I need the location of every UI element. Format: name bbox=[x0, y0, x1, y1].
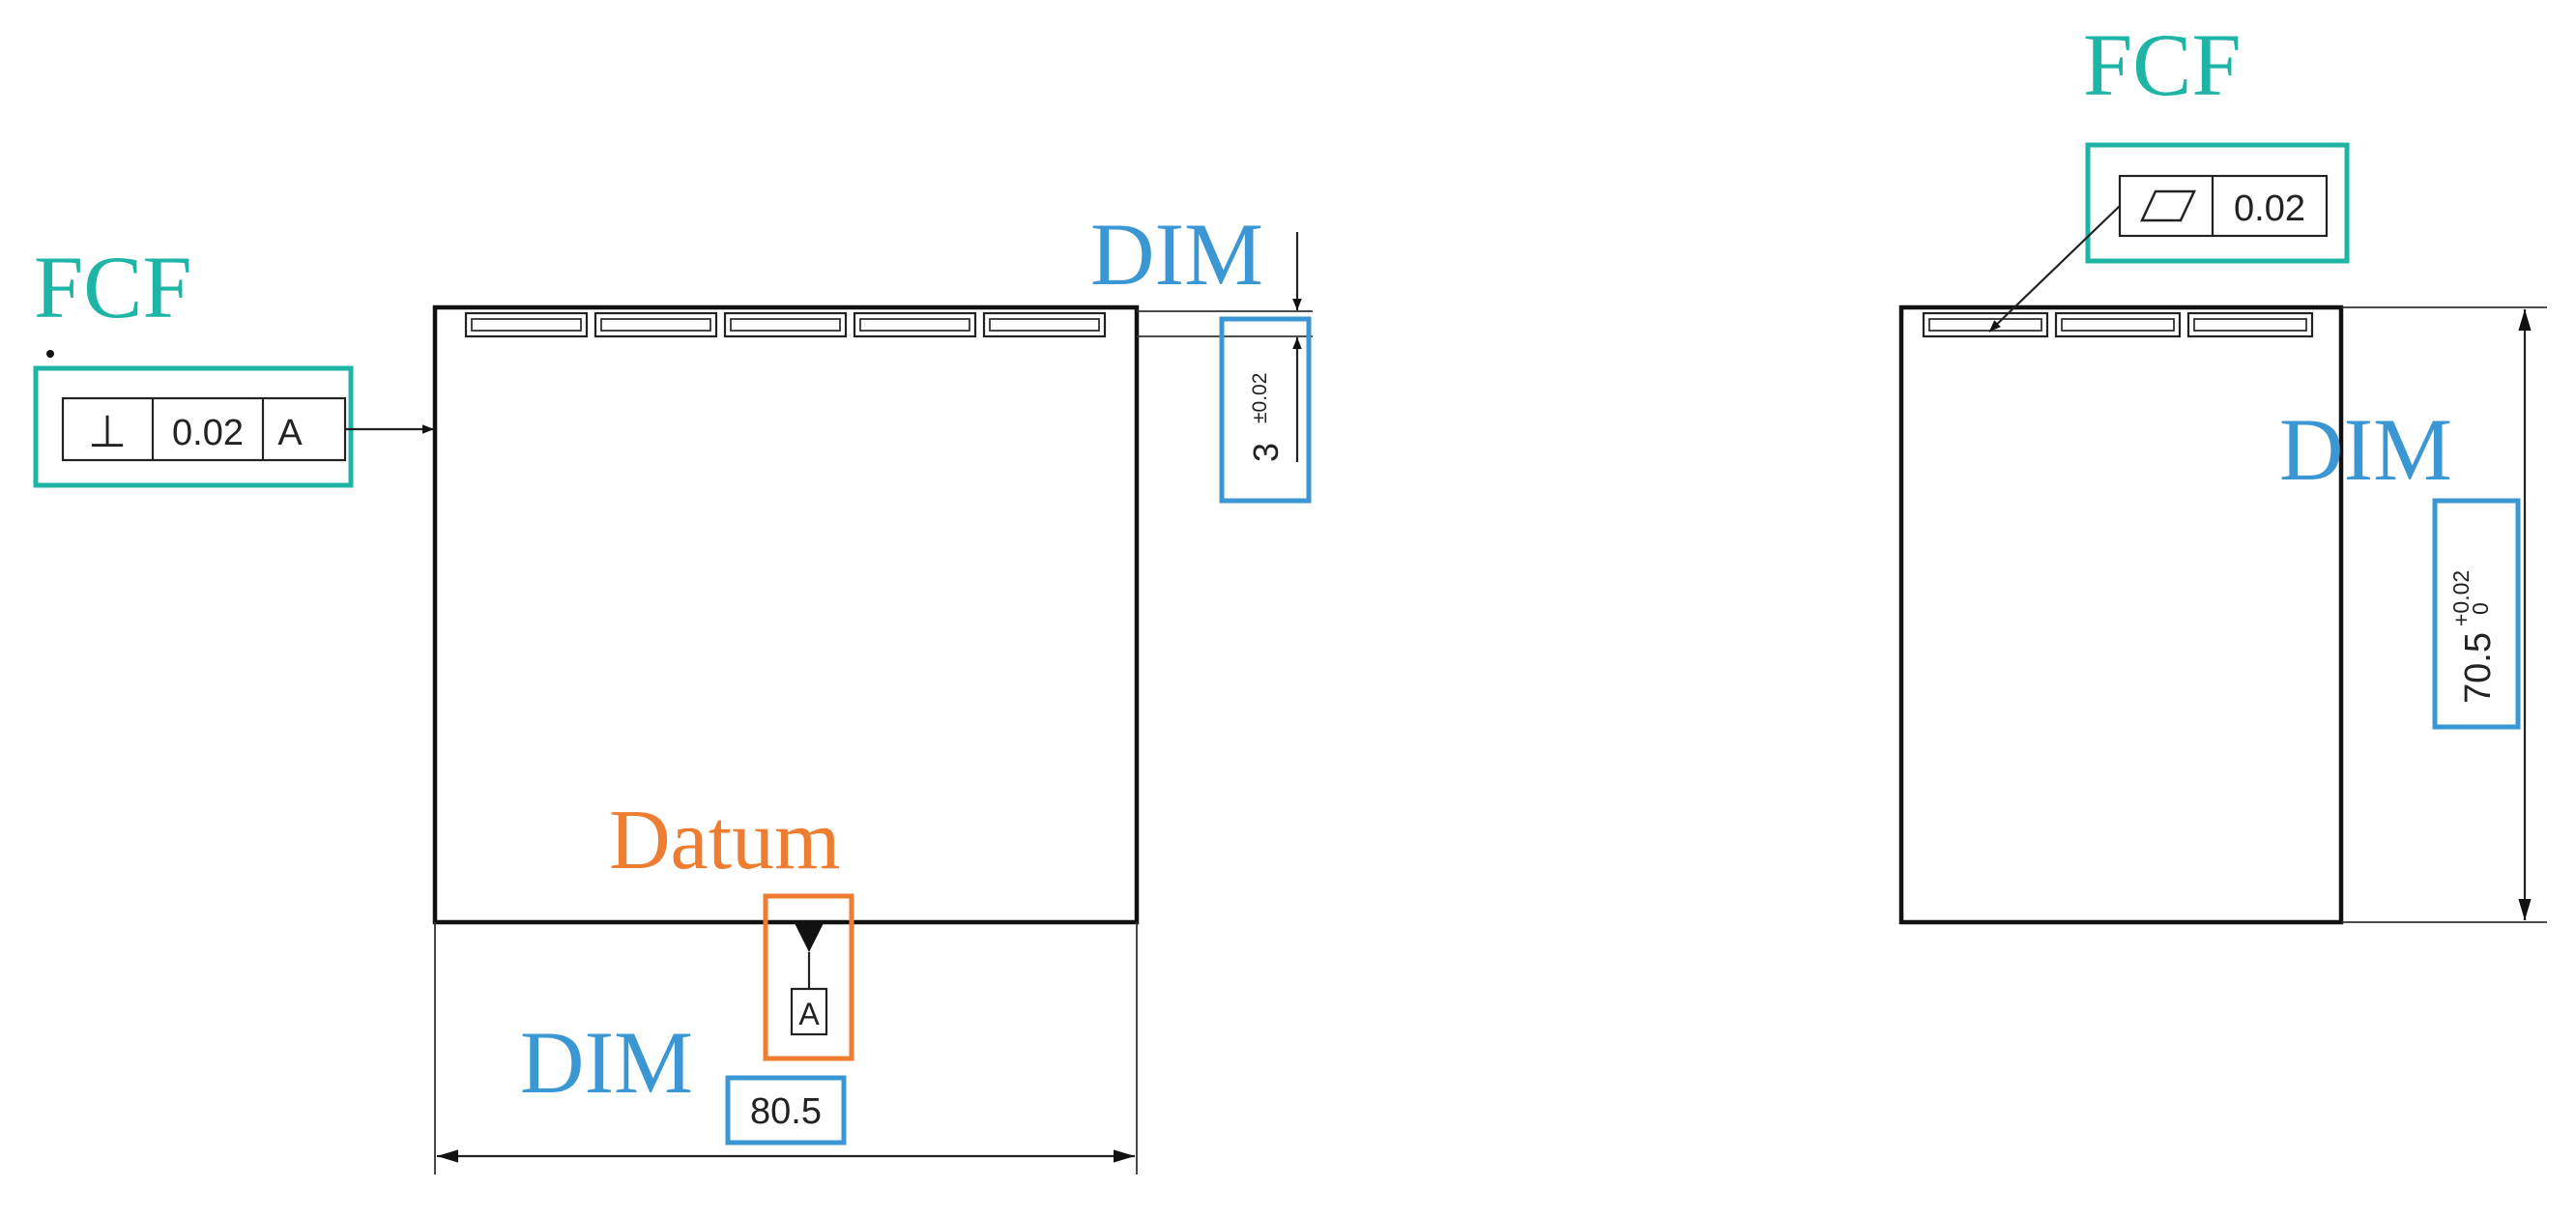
slot-depth-value: 3 bbox=[1246, 443, 1286, 462]
right-part-outline bbox=[1898, 304, 2344, 925]
left-view: FCF ⊥ 0.02 A DIM 3 ±0.02 Datum A bbox=[33, 205, 1313, 1174]
bottom-dim-label: DIM bbox=[520, 1013, 693, 1112]
left-fcf-highlight bbox=[33, 365, 354, 488]
top-dim-label: DIM bbox=[1090, 205, 1263, 304]
height-dim-highlight bbox=[2432, 498, 2521, 730]
datum-highlight bbox=[763, 893, 854, 1061]
height-value: 70.5 bbox=[2458, 632, 2499, 704]
slot-depth-tolerance: ±0.02 bbox=[1249, 373, 1271, 423]
left-fcf-datum-ref: A bbox=[277, 413, 303, 453]
left-part-outline bbox=[432, 304, 1140, 925]
datum-feature-symbol: A bbox=[790, 923, 828, 1036]
right-fcf-tolerance: 0.02 bbox=[2234, 188, 2305, 229]
right-top-slots bbox=[1922, 311, 2314, 338]
right-fcf-leader bbox=[1988, 205, 2121, 333]
width-dim-highlight bbox=[725, 1075, 847, 1146]
datum-label: Datum bbox=[609, 794, 841, 887]
datum-letter: A bbox=[798, 997, 820, 1031]
left-fcf-tolerance: 0.02 bbox=[172, 413, 244, 453]
flatness-icon bbox=[2140, 189, 2196, 222]
left-feature-control-frame: ⊥ 0.02 A bbox=[61, 396, 347, 462]
stray-dot bbox=[46, 350, 54, 358]
left-top-slots bbox=[464, 311, 1107, 338]
height-upper-tolerance: +0.02 bbox=[2448, 570, 2474, 626]
perpendicularity-icon: ⊥ bbox=[88, 406, 127, 456]
height-lower-tolerance: 0 bbox=[2468, 602, 2493, 615]
left-fcf-label: FCF bbox=[34, 238, 192, 336]
right-fcf-label: FCF bbox=[2083, 15, 2242, 114]
width-value: 80.5 bbox=[750, 1091, 822, 1132]
right-fcf-highlight bbox=[2085, 142, 2350, 264]
right-dim-label: DIM bbox=[2279, 400, 2452, 499]
datum-triangle-icon bbox=[795, 923, 824, 952]
right-view: FCF 0.02 DIM 70.5 +0.02 0 bbox=[1898, 15, 2547, 925]
slot-dim-highlight bbox=[1219, 316, 1312, 504]
right-feature-control-frame: 0.02 bbox=[2118, 174, 2329, 238]
